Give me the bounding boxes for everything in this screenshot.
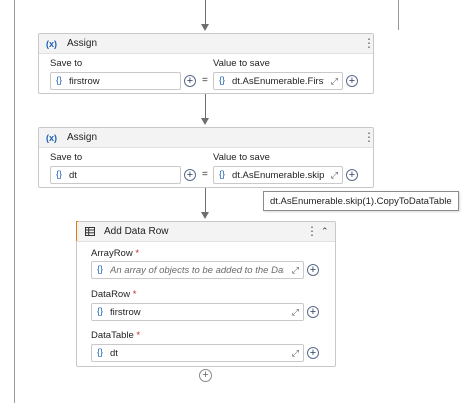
data-row-field[interactable]: {} firstrow ⤢: [91, 303, 304, 321]
add-variable-button[interactable]: +: [184, 75, 196, 87]
add-expression-button[interactable]: +: [346, 75, 358, 87]
expand-editor-icon[interactable]: ⤢: [330, 170, 338, 180]
canvas-left-border: [14, 0, 15, 403]
array-row-label: ArrayRow *: [91, 248, 140, 259]
array-row-placeholder: An array of objects to be added to the D…: [110, 265, 284, 276]
expression-brace-icon: {}: [56, 169, 63, 179]
canvas-right-border: [398, 0, 399, 30]
expression-brace-icon: {}: [56, 75, 63, 85]
value-to-save-label: Value to save: [213, 152, 270, 163]
expand-editor-icon[interactable]: ⤢: [291, 265, 299, 275]
required-mark: *: [132, 289, 137, 300]
assign-activity-1[interactable]: (x) Assign ⋮ Save to Value to save {} fi…: [38, 33, 375, 94]
value-to-save-field[interactable]: {} dt.AsEnumerable.skip( ⤢: [213, 166, 343, 184]
assign-2-header: [39, 128, 373, 148]
kebab-menu-icon[interactable]: ⋮: [306, 224, 318, 238]
expression-brace-icon: {}: [219, 169, 226, 179]
save-to-label: Save to: [50, 152, 83, 163]
table-icon: [85, 227, 95, 236]
assign-activity-2[interactable]: (x) Assign ⋮ Save to Value to save {} dt…: [38, 127, 375, 188]
value-to-save-label: Value to save: [213, 58, 270, 69]
data-row-value: firstrow: [110, 307, 141, 318]
save-to-label: Save to: [50, 58, 83, 69]
value-to-save-value: dt.AsEnumerable.First: [232, 76, 324, 87]
expand-editor-icon[interactable]: ⤢: [330, 76, 338, 86]
add-variable-button[interactable]: +: [184, 169, 196, 181]
kebab-menu-icon[interactable]: ⋮: [363, 36, 375, 50]
expression-brace-icon: {}: [97, 306, 104, 316]
equals-sign: =: [202, 75, 208, 86]
value-to-save-field[interactable]: {} dt.AsEnumerable.First ⤢: [213, 72, 343, 90]
expression-tooltip: dt.AsEnumerable.skip(1).CopyToDataTable: [263, 191, 459, 211]
add-data-row-header: [77, 222, 335, 242]
assign-1-header: [39, 34, 373, 54]
add-expression-button[interactable]: +: [307, 347, 319, 359]
save-to-field[interactable]: {} dt: [50, 166, 181, 184]
expression-brace-icon: {}: [97, 264, 104, 274]
assign-2-title: Assign: [67, 132, 98, 143]
array-row-field[interactable]: {} An array of objects to be added to th…: [91, 261, 304, 279]
add-data-row-title: Add Data Row: [104, 226, 169, 237]
assign-icon: (x): [46, 133, 57, 143]
connector-bottom: [205, 188, 206, 212]
connector-arrow-top: [201, 24, 209, 31]
add-expression-button[interactable]: +: [307, 306, 319, 318]
expression-brace-icon: {}: [97, 347, 104, 357]
save-to-value: firstrow: [69, 76, 100, 87]
assign-1-title: Assign: [67, 38, 98, 49]
expand-editor-icon[interactable]: ⤢: [291, 307, 299, 317]
assign-icon: (x): [46, 39, 57, 49]
save-to-value: dt: [69, 170, 77, 181]
required-mark: *: [135, 248, 140, 259]
required-mark: *: [136, 330, 141, 341]
kebab-menu-icon[interactable]: ⋮: [363, 130, 375, 144]
data-table-field[interactable]: {} dt ⤢: [91, 344, 304, 362]
add-data-row-activity[interactable]: Add Data Row ⋮ ⌃ ArrayRow * {} An array …: [76, 221, 336, 367]
save-to-field[interactable]: {} firstrow: [50, 72, 181, 90]
data-table-label: DataTable *: [91, 330, 141, 341]
connector-arrow-bottom: [201, 212, 209, 219]
add-activity-button[interactable]: +: [199, 369, 212, 382]
expression-brace-icon: {}: [219, 75, 226, 85]
connector-middle: [205, 94, 206, 118]
equals-sign: =: [202, 169, 208, 180]
data-row-label: DataRow *: [91, 289, 137, 300]
connector-top: [205, 0, 206, 24]
connector-arrow-middle: [201, 118, 209, 125]
add-expression-button[interactable]: +: [307, 264, 319, 276]
add-expression-button[interactable]: +: [346, 169, 358, 181]
collapse-icon[interactable]: ⌃: [321, 226, 329, 236]
expand-editor-icon[interactable]: ⤢: [291, 348, 299, 358]
value-to-save-value: dt.AsEnumerable.skip(: [232, 170, 324, 181]
data-table-value: dt: [110, 348, 118, 359]
